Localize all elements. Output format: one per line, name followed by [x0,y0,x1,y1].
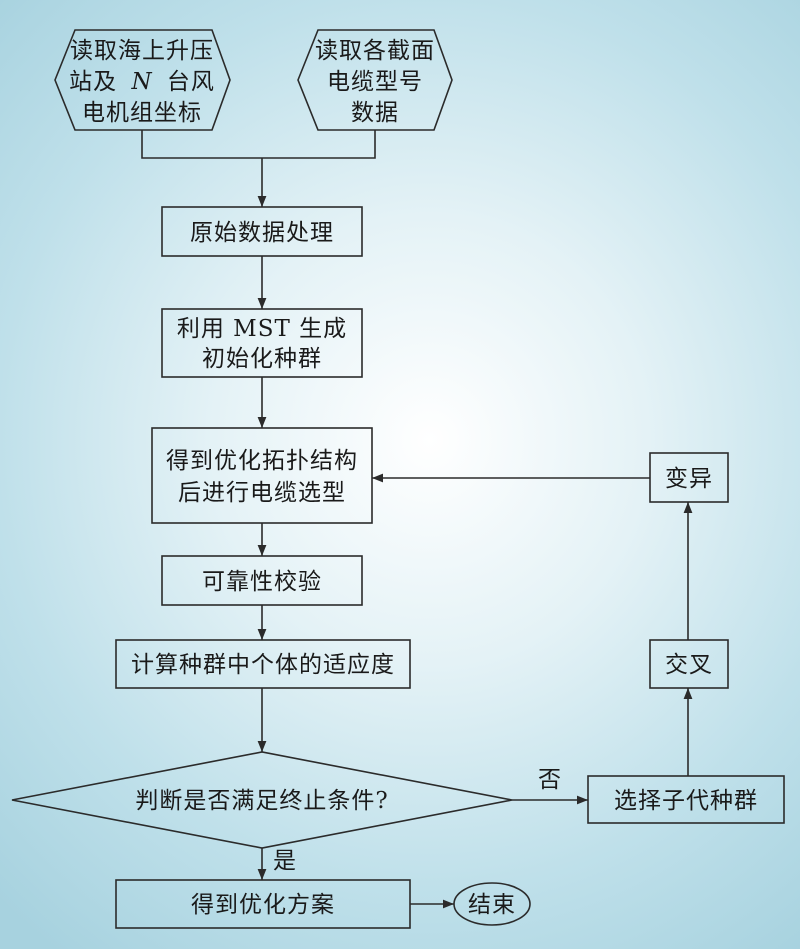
node-text: 选择子代种群 [614,788,758,814]
merge-connector [141,130,376,159]
node-text-line: 利用 MST 生成 [177,316,347,342]
node-text-line: 读取各截面 [315,38,435,64]
text-segment: 台风 [167,69,215,95]
process-box [587,775,785,824]
node-topology-cable: 得到优化拓扑结构 后进行电缆选型 [151,427,373,524]
edge-label-yes: 是 [273,848,297,874]
node-text: 计算种群中个体的适应度 [131,652,395,678]
process-box [649,639,729,689]
edge-label-no: 否 [538,767,562,793]
node-result: 得到优化方案 [115,879,411,929]
process-box [151,427,373,524]
node-read-cables: 读取各截面 电缆型号 数据 [297,29,453,131]
hexagon-shape [297,29,453,131]
node-text-line: 站及 N 台风 [69,69,215,95]
node-select: 选择子代种群 [587,775,785,824]
hexagon-shape [54,29,231,131]
variable-n: N [130,69,152,95]
node-preprocess: 原始数据处理 [161,206,363,257]
node-text-line: 电机组坐标 [82,100,202,126]
node-crossover: 交叉 [649,639,729,689]
node-mutation: 变异 [649,452,729,503]
node-text-line: 得到优化拓扑结构 [166,448,358,474]
node-end: 结束 [453,882,531,926]
node-text: 交叉 [665,652,713,678]
node-text-line: 电缆型号 [327,69,423,95]
node-text: 可靠性校验 [202,569,322,595]
text-segment: 站及 [69,69,117,95]
terminator-ellipse [453,882,531,926]
node-text: 结束 [468,892,516,918]
node-text: 原始数据处理 [190,220,334,246]
node-text-line: 初始化种群 [202,346,322,372]
node-text-line: 数据 [351,100,399,126]
node-reliability: 可靠性校验 [161,555,363,606]
node-init-population: 利用 MST 生成 初始化种群 [161,308,363,378]
process-box [115,639,411,689]
node-text: 判断是否满足终止条件? [135,788,388,814]
node-text: 变异 [665,466,713,492]
node-read-coordinates: 读取海上升压 站及 N 台风 电机组坐标 [54,29,231,131]
node-decision: 判断是否满足终止条件? [11,751,513,849]
node-text: 得到优化方案 [191,892,335,918]
node-text-line: 后进行电缆选型 [178,480,346,506]
node-text-line: 读取海上升压 [70,38,214,64]
node-fitness: 计算种群中个体的适应度 [115,639,411,689]
